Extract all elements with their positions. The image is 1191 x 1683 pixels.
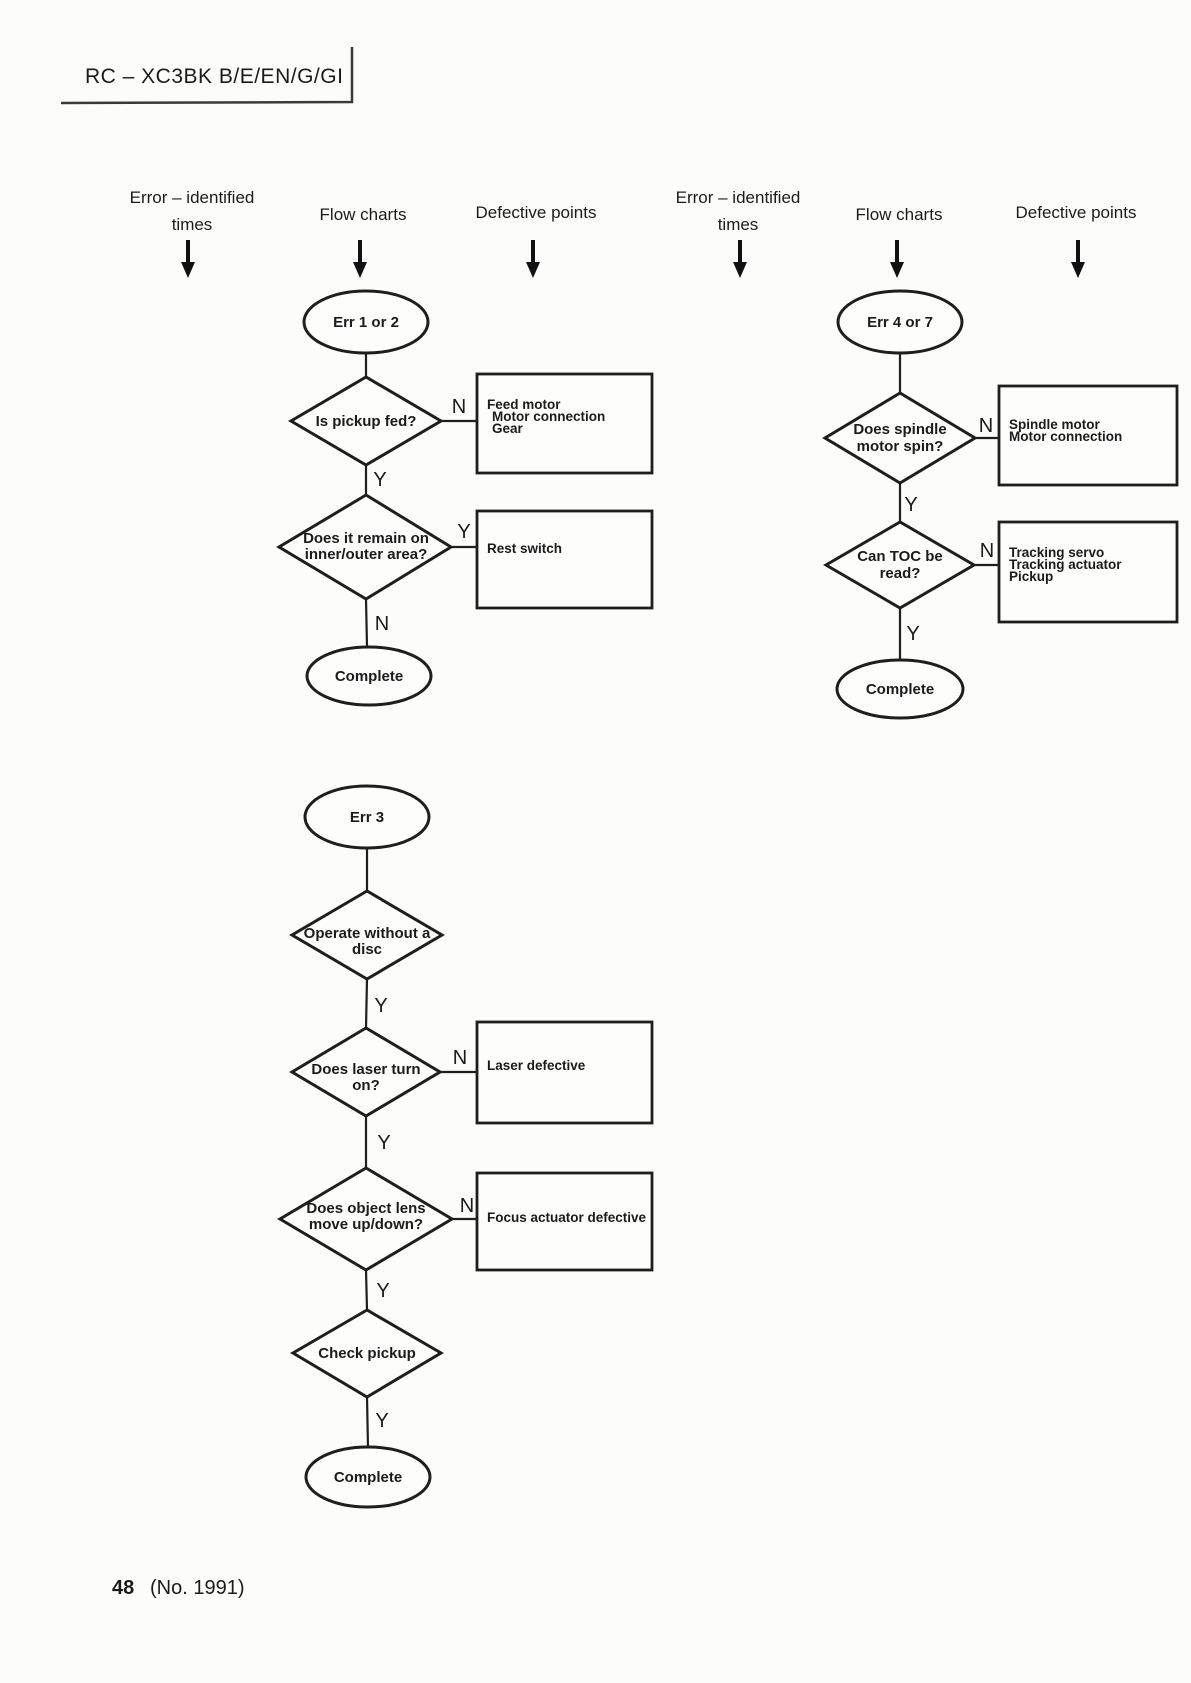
- decision-diamond: [277, 1166, 455, 1272]
- defective-points-box: [475, 1020, 654, 1125]
- defective-point: Focus actuator defective: [487, 1210, 647, 1225]
- decision-diamond: [823, 520, 977, 610]
- branch-label-yes: Y: [457, 521, 470, 543]
- page-footer: 48 (No. 1991): [112, 1577, 245, 1599]
- branch-label-yes: Y: [904, 494, 917, 516]
- down-arrow-icon: [733, 262, 747, 278]
- defective-points-box: [475, 1171, 654, 1272]
- decision-label: Does laser turn: [311, 1061, 420, 1078]
- decision-label: on?: [352, 1077, 380, 1094]
- connector-line: [364, 978, 369, 1029]
- end-terminal-label: Complete: [335, 668, 403, 685]
- defective-point: Rest switch: [487, 541, 562, 556]
- decision-diamond: [289, 1026, 443, 1118]
- column-header-defective-points-left: Defective points: [476, 203, 597, 278]
- issue-number: (No. 1991): [150, 1577, 245, 1599]
- end-terminal-label: Complete: [866, 681, 934, 698]
- column-header-label: Defective points: [476, 203, 597, 222]
- column-header-flow-charts-right: Flow charts: [856, 205, 943, 278]
- flowchart-err-3: Err 3 Operate without a disc Y Does lase…: [277, 784, 654, 1509]
- decision-diamond: [290, 1308, 444, 1399]
- decision-label: Does object lens: [306, 1200, 425, 1217]
- decision-label: Does spindle: [853, 421, 946, 438]
- down-arrow-icon: [1071, 262, 1085, 278]
- column-header-flow-charts-left: Flow charts: [320, 205, 407, 278]
- end-terminal: [304, 1445, 432, 1509]
- defective-point: Motor connection: [492, 409, 605, 424]
- down-arrow-icon: [526, 262, 540, 278]
- column-header-label: Flow charts: [856, 205, 943, 224]
- column-header-error-times-left: Error – identified times: [130, 188, 255, 278]
- defective-point: Gear: [492, 421, 524, 436]
- decision-label: Is pickup fed?: [316, 413, 417, 430]
- column-header-label: times: [718, 215, 759, 234]
- connector-line: [364, 1269, 369, 1311]
- defective-points-box: [997, 384, 1179, 487]
- column-header-label: Flow charts: [320, 205, 407, 224]
- branch-label-no: N: [460, 1195, 474, 1217]
- start-terminal: [836, 289, 964, 355]
- column-header-label: Error – identified: [676, 188, 801, 207]
- start-terminal: [302, 289, 430, 355]
- page-number: 48: [112, 1577, 134, 1599]
- decision-label: Operate without a: [304, 925, 431, 942]
- column-header-label: Defective points: [1016, 203, 1137, 222]
- end-terminal-label: Complete: [334, 1469, 402, 1486]
- defective-points-box: [475, 372, 654, 475]
- decision-label: disc: [352, 941, 382, 958]
- defective-points-box: [475, 509, 654, 610]
- decision-diamond: [289, 889, 445, 981]
- decision-label: Check pickup: [318, 1345, 416, 1362]
- page-header: RC – XC3BK B/E/EN/G/GI: [60, 47, 354, 105]
- decision-label: Can TOC be: [857, 548, 943, 565]
- branch-label-no: N: [980, 540, 994, 562]
- decision-diamond: [276, 493, 454, 601]
- defective-point: Motor connection: [1009, 429, 1122, 444]
- defective-point: Spindle motor: [1009, 417, 1100, 432]
- column-header-error-times-right: Error – identified times: [676, 188, 801, 278]
- end-terminal: [835, 658, 965, 720]
- decision-label: Does it remain on: [303, 530, 429, 547]
- defective-point: Tracking servo: [1009, 545, 1104, 560]
- model-title: RC – XC3BK B/E/EN/G/GI: [85, 65, 343, 88]
- column-header-label: Error – identified: [130, 188, 255, 207]
- down-arrow-icon: [181, 262, 195, 278]
- branch-label-yes: Y: [373, 469, 386, 491]
- defective-points-box: [997, 520, 1179, 624]
- branch-label-yes: Y: [375, 1410, 388, 1432]
- connector-line: [365, 1396, 370, 1449]
- branch-label-yes: Y: [374, 995, 387, 1017]
- start-terminal: [303, 784, 431, 850]
- decision-diamond: [288, 375, 444, 467]
- connector-line: [364, 598, 369, 648]
- branch-label-no: N: [375, 613, 389, 635]
- defective-point: Feed motor: [487, 397, 561, 412]
- decision-label: move up/down?: [309, 1216, 423, 1233]
- defective-point: Pickup: [1009, 569, 1053, 584]
- branch-label-no: N: [453, 1047, 467, 1069]
- branch-label-yes: Y: [906, 623, 919, 645]
- start-terminal-label: Err 4 or 7: [867, 314, 933, 331]
- defective-point: Tracking actuator: [1009, 557, 1122, 572]
- column-header-defective-points-right: Defective points: [1016, 203, 1137, 278]
- flowchart-err-4-or-7: Err 4 or 7 Does spindle motor spin? N Sp…: [822, 289, 1179, 720]
- column-header-label: times: [172, 215, 213, 234]
- branch-label-no: N: [979, 415, 993, 437]
- defective-point: Laser defective: [487, 1058, 586, 1073]
- header-rule: [60, 47, 354, 105]
- start-terminal-label: Err 1 or 2: [333, 314, 399, 331]
- flowchart-err-1-or-2: Err 1 or 2 Is pickup fed? N Feed motor M…: [276, 289, 654, 707]
- decision-diamond: [822, 391, 978, 485]
- decision-label: read?: [880, 565, 921, 582]
- down-arrow-icon: [890, 262, 904, 278]
- decision-label: inner/outer area?: [305, 546, 428, 563]
- branch-label-yes: Y: [376, 1280, 389, 1302]
- branch-label-yes: Y: [377, 1132, 390, 1154]
- end-terminal: [305, 645, 433, 707]
- start-terminal-label: Err 3: [350, 809, 384, 826]
- decision-label: motor spin?: [857, 438, 944, 455]
- branch-label-no: N: [452, 396, 466, 418]
- down-arrow-icon: [353, 262, 367, 278]
